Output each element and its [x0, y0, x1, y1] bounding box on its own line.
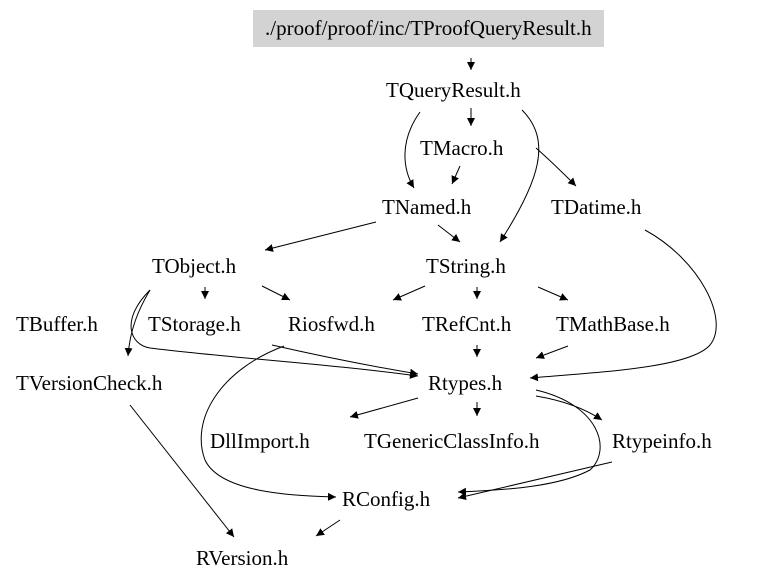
- edge-rtypes-rtypeinfo: [535, 395, 603, 421]
- node-rversion[interactable]: RVersion.h: [196, 546, 289, 570]
- node-tproofqueryresult[interactable]: ./proof/proof/inc/TProofQueryResult.h: [253, 10, 604, 47]
- edge-tversioncheck-rversion: [129, 404, 235, 538]
- node-tgenericclassinfo[interactable]: TGenericClassInfo.h: [364, 429, 540, 453]
- node-dllimport[interactable]: DllImport.h: [210, 429, 310, 453]
- node-tobject[interactable]: TObject.h: [152, 254, 237, 278]
- edge-rtypeinfo-rconfig: [457, 461, 613, 501]
- node-tstring[interactable]: TString.h: [426, 254, 506, 278]
- edge-tstorage-rtypes: [271, 344, 419, 377]
- edge-riosfwd-rconfig: [200, 345, 337, 501]
- node-tnamed[interactable]: TNamed.h: [382, 195, 472, 219]
- edge-rtypes-dllimport: [349, 397, 419, 419]
- node-tqueryresult[interactable]: TQueryResult.h: [386, 78, 521, 102]
- edge-tmathbase-rtypes: [535, 345, 569, 359]
- edge-tdatime-rtypes: [529, 229, 717, 382]
- edge-rconfig-rversion: [315, 519, 341, 537]
- edge-tobject-riosfwd: [261, 285, 291, 301]
- edge-tstring-riosfwd: [392, 285, 426, 301]
- node-rtypeinfo[interactable]: Rtypeinfo.h: [612, 429, 712, 453]
- node-tmacro[interactable]: TMacro.h: [420, 136, 504, 160]
- node-tbuffer[interactable]: TBuffer.h: [16, 312, 98, 336]
- edge-tqueryresult-tnamed: [404, 111, 421, 189]
- node-tmathbase[interactable]: TMathBase.h: [556, 312, 670, 336]
- node-tstorage[interactable]: TStorage.h: [148, 312, 241, 336]
- node-rtypes[interactable]: Rtypes.h: [428, 371, 503, 395]
- edge-tstring-tmathbase: [537, 286, 569, 301]
- node-tdatime[interactable]: TDatime.h: [551, 195, 642, 219]
- edge-tnamed-tobject: [264, 221, 377, 252]
- edge-tmacro-tnamed: [451, 165, 461, 185]
- edge-tobject-rtypes: [130, 289, 419, 379]
- edge-tnamed-tstring: [437, 224, 461, 243]
- edge-tqueryresult-tstring: [499, 109, 540, 243]
- edge-rtypes-rconfig: [457, 389, 601, 496]
- node-tversioncheck[interactable]: TVersionCheck.h: [16, 371, 163, 395]
- node-riosfwd[interactable]: Riosfwd.h: [288, 312, 375, 336]
- node-rconfig[interactable]: RConfig.h: [342, 487, 431, 511]
- edge-tobject-tversioncheck: [124, 289, 151, 357]
- node-trefcnt[interactable]: TRefCnt.h: [422, 312, 512, 336]
- edge-tmacro-tdatime: [535, 147, 577, 187]
